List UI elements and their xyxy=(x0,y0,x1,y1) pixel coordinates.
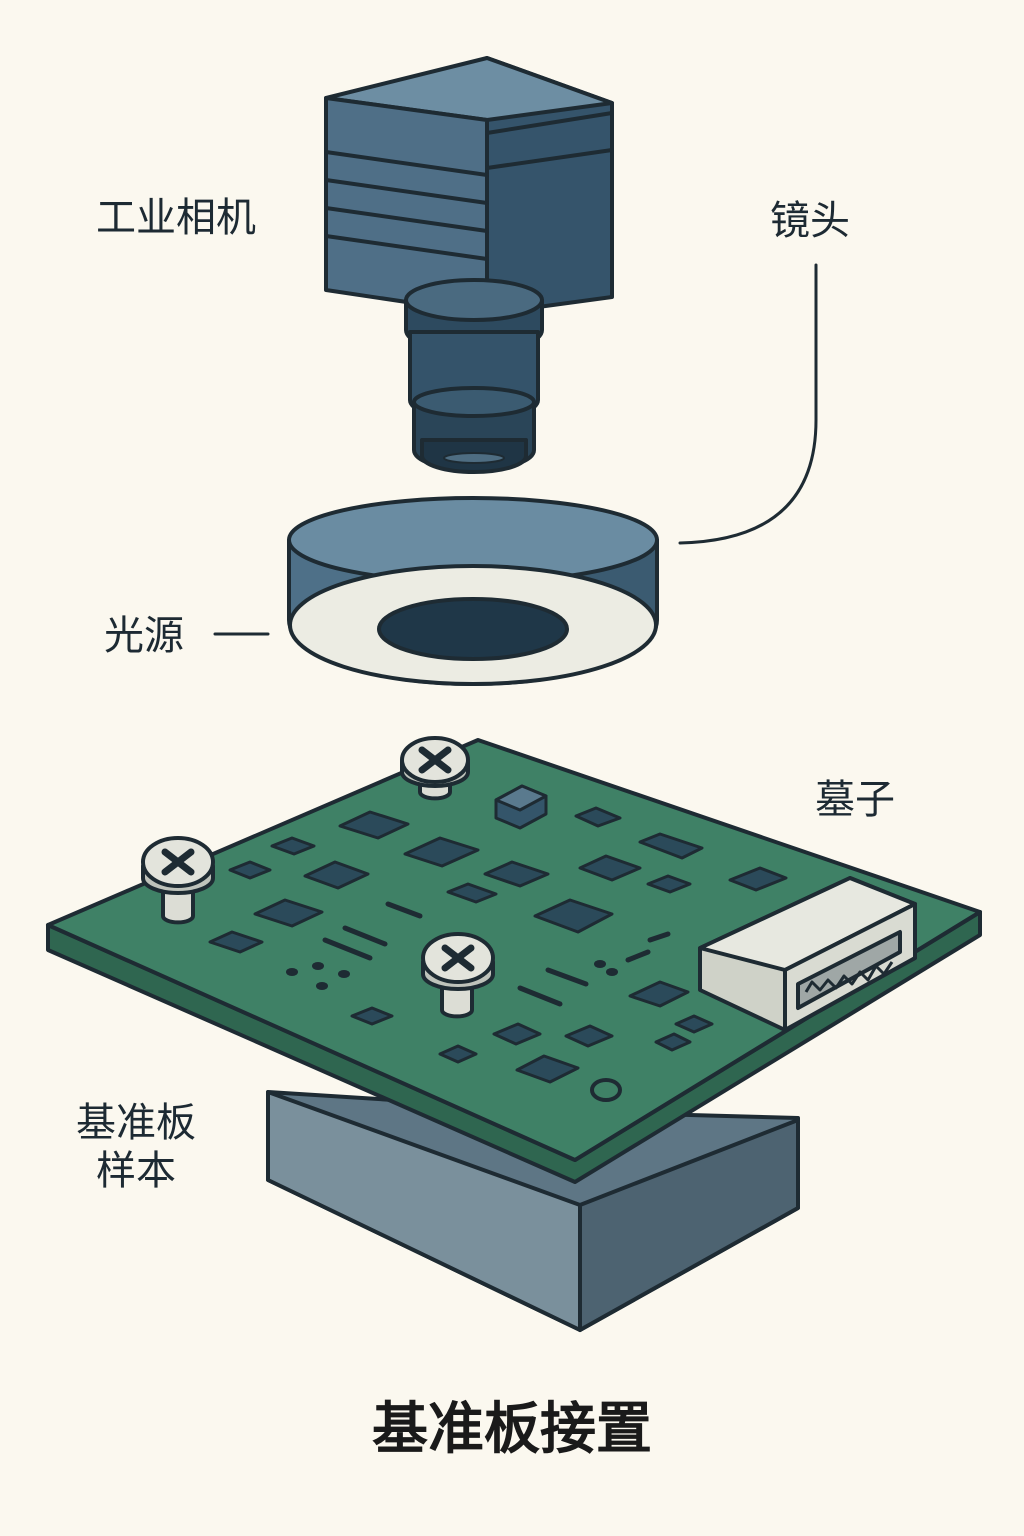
lens-leader-line xyxy=(678,263,818,545)
label-reference-board-line1: 基准板 xyxy=(76,1100,196,1146)
label-light-source: 光源 xyxy=(104,613,184,659)
base-block xyxy=(266,1090,800,1332)
label-reference-board-line2: 样本 xyxy=(96,1148,176,1194)
ring-light xyxy=(287,496,659,686)
lens xyxy=(404,278,544,474)
label-industrial-camera: 工业相机 xyxy=(96,195,256,241)
page-title: 基准板接置 xyxy=(372,1397,652,1462)
screw-top xyxy=(400,736,470,801)
screw-center xyxy=(421,932,495,1019)
industrial-camera xyxy=(324,56,614,316)
label-lens: 镜头 xyxy=(770,198,850,244)
pcb-board xyxy=(46,736,982,1184)
screw-left xyxy=(141,836,215,925)
label-reference-board: 基准板 样本 xyxy=(76,1099,196,1195)
connector xyxy=(698,876,917,1032)
label-substrate: 墓子 xyxy=(815,777,895,823)
